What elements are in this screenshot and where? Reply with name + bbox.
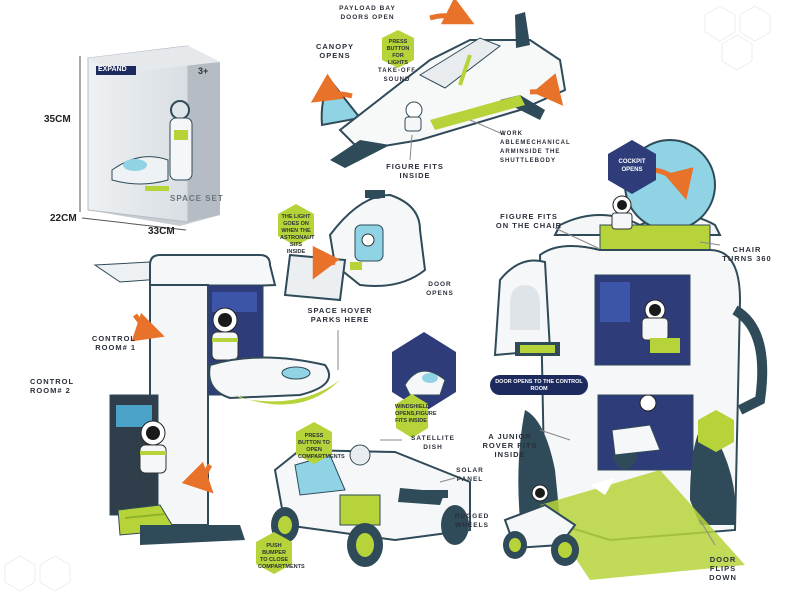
- rocket-figure-chair-label: FIGURE FITS ON THE CHAIR: [495, 212, 563, 230]
- dimension-height: 35CM: [44, 114, 71, 125]
- rocket: [493, 139, 768, 580]
- space-station: [93, 254, 340, 545]
- rocket-cockpit-label: COCKPIT OPENS: [618, 159, 646, 173]
- rover-compartment-label: PRESS BUTTON TO OPEN COMPARTMENTS: [298, 433, 345, 460]
- station-room1-label: CONTROL ROOM# 1: [91, 334, 136, 352]
- shuttle-figure-label: FIGURE FITS INSIDE: [386, 162, 444, 180]
- hex-pattern-bottom-left: [4, 555, 71, 592]
- capsule-light-label: THE LIGHT GOES ON WHEN THE ASTRONAUT SIT…: [280, 214, 315, 255]
- rocket-chair-turns-label: CHAIR TURNS 360: [722, 245, 772, 263]
- capsule-door-label: DOOR OPENS: [426, 281, 454, 297]
- station-hover-label: SPACE HOVER PARKS HERE: [307, 306, 373, 324]
- shuttle-payload-label: PAYLOAD BAY DOORS OPEN: [339, 5, 396, 21]
- rover-dish-label: SATELLITE DISH: [411, 435, 455, 451]
- space-shuttle: [320, 12, 567, 168]
- rover-bumper-label: PUSH BUMPER TO CLOSE COMPARTMENTS: [258, 543, 305, 570]
- dimension-width: 33CM: [148, 226, 175, 237]
- box-brand: EXPAND: [98, 66, 127, 73]
- shuttle-lights-label: PRESS BUTTON FOR LIGHTS: [386, 39, 410, 66]
- package-box: [87, 45, 220, 226]
- rover-wheels-label: RUGGED WHEELS: [454, 513, 490, 529]
- rocket-door-control-label: DOOR OPENS TO THE CONTROL ROOM: [495, 379, 583, 392]
- box-title: SPACE SET: [170, 194, 224, 203]
- shuttle-takeoff-label: TAKE-OFF SOUND: [378, 68, 416, 83]
- rocket-door-flips-label: DOOR FLIPS DOWN: [709, 555, 737, 582]
- station-room2-label: CONTROL ROOM# 2: [30, 377, 74, 395]
- rover: [271, 444, 471, 567]
- shuttle-arm-label: WORK ABLEMECHANICAL ARMINSIDE THE SHUTTL…: [500, 131, 571, 164]
- dimension-depth: 22CM: [50, 213, 77, 224]
- windshield-label: WINDSHIELD OPENS,FIGURE FITS INSIDE: [395, 404, 437, 424]
- rocket-junior-label: A JUNIOR ROVER FITS INSIDE: [482, 432, 538, 459]
- shuttle-canopy-label: CANOPY OPENS: [315, 42, 355, 60]
- hex-pattern-top-right: [704, 5, 771, 71]
- box-age: 3+: [198, 66, 209, 76]
- rover-solar-label: SOLAR PANEL: [456, 467, 484, 483]
